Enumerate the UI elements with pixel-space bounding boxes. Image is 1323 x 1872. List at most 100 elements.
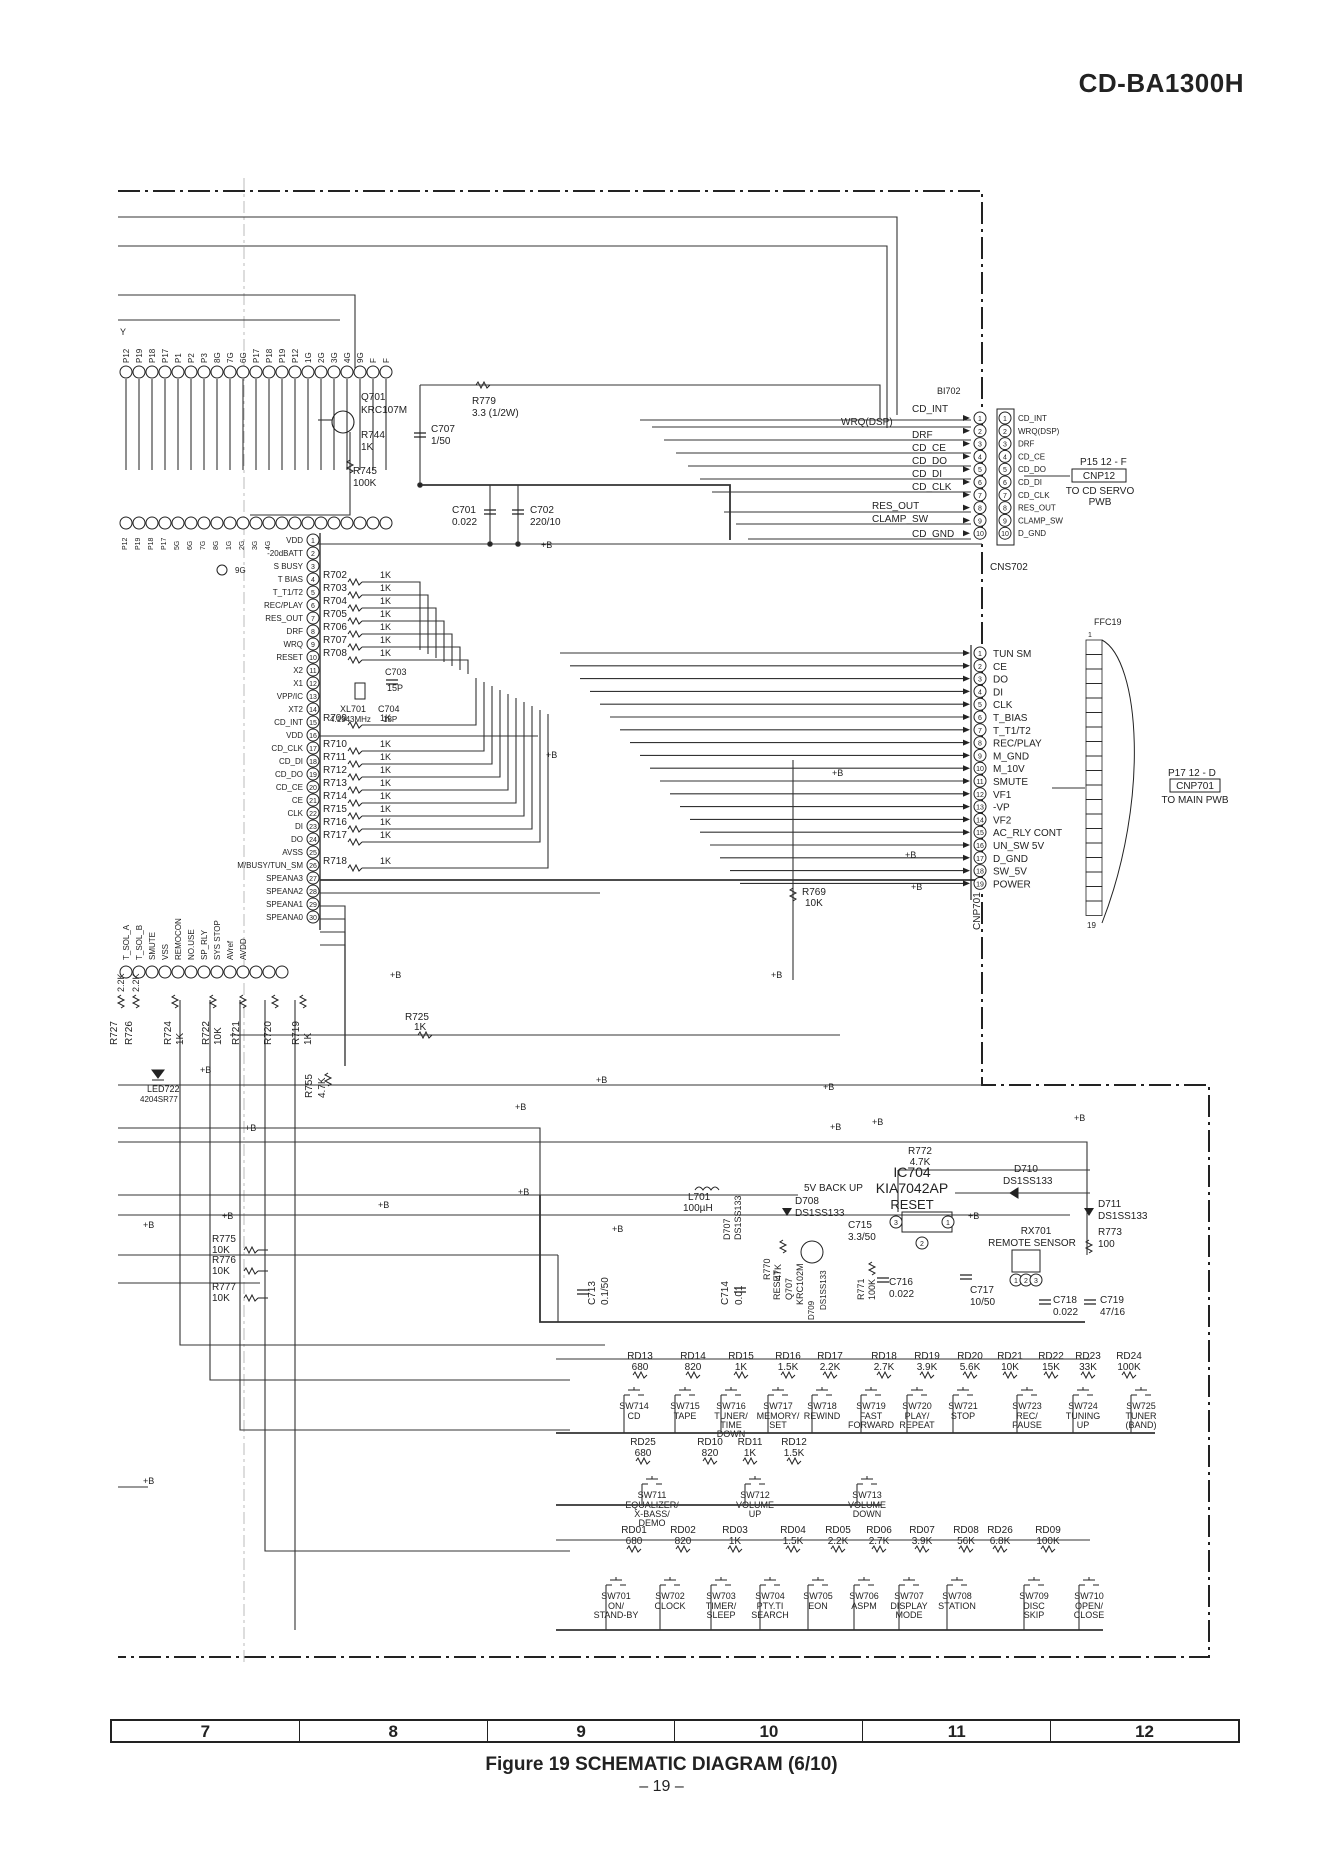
pin-number: 3 xyxy=(978,442,982,449)
wire xyxy=(250,432,351,516)
ic-pin-name: DI xyxy=(295,822,303,831)
junction-dot xyxy=(515,541,521,547)
r770-symbol xyxy=(778,1239,788,1254)
d710-symbol xyxy=(1009,1187,1019,1199)
top-port-pin xyxy=(314,365,328,379)
key-matrix: RD13680RD14820RD151KRD161.5KRD172.2KRD18… xyxy=(556,1351,1157,1631)
c717-value: 10/50 xyxy=(970,1297,995,1308)
ffc-cell xyxy=(1085,842,1103,858)
key-row2-switch-label: UP xyxy=(749,1509,762,1519)
resistor-symbol xyxy=(347,811,363,821)
pin-number: 1 xyxy=(946,1220,950,1227)
cnp701-pin-name: DO xyxy=(993,675,1008,686)
key-row2-switch-label: DOWN xyxy=(853,1509,882,1519)
pin-number: 2 xyxy=(978,664,982,671)
key-row3-switch-symbol xyxy=(808,1577,828,1586)
wire xyxy=(209,1000,570,1381)
bottom-port-pin xyxy=(145,965,159,979)
bottom-display-pin xyxy=(288,516,302,530)
key-row1-switch-symbol xyxy=(675,1387,695,1396)
key-row1-switch-label: FORWARD xyxy=(848,1420,894,1430)
ic-pin xyxy=(306,663,320,677)
pin-number: 24 xyxy=(309,837,317,844)
key-row1-resistor-ref: RD21 xyxy=(997,1351,1023,1362)
display-grid-label: P12 xyxy=(122,537,129,550)
pin-number: 18 xyxy=(976,869,984,876)
key-row3-switch-ref: SW701 xyxy=(601,1591,631,1601)
key-row3-resistor-value: 3.9K xyxy=(912,1536,933,1547)
key-row3-switch-label: ASPM xyxy=(851,1601,877,1611)
key-row3-switch-ref: SW707 xyxy=(894,1591,924,1601)
top-port-label: 9G xyxy=(356,352,365,363)
top-port-pin xyxy=(145,365,159,379)
key-row1-resistor-symbol xyxy=(1080,1370,1096,1380)
key-row3-switch-label: PTY.TI xyxy=(757,1601,784,1611)
key-row1-resistor-symbol xyxy=(685,1370,701,1380)
arrow-head xyxy=(963,453,970,460)
d709-ref: D709 xyxy=(807,1300,816,1320)
c716-value: 0.022 xyxy=(889,1289,914,1300)
plus-b-label: +B xyxy=(143,1476,154,1486)
c701-ref: C701 xyxy=(452,505,476,516)
top-port-label: F xyxy=(382,358,391,363)
cnp701-pin xyxy=(973,659,987,673)
display-grid-label: 2G xyxy=(239,541,246,550)
pin-number: 21 xyxy=(309,798,317,805)
d711-ref: D711 xyxy=(1098,1199,1122,1210)
ic704-pin xyxy=(889,1215,903,1229)
cns702-pin-name: CD_CLK xyxy=(1018,491,1050,500)
bottom-port-label: VSS xyxy=(161,944,170,960)
key-row1-resistor-ref: RD17 xyxy=(817,1351,843,1362)
c702-value: 220/10 xyxy=(530,517,561,528)
pin-number: 7 xyxy=(1003,493,1007,500)
wiring xyxy=(118,216,1090,1630)
key-row1-switch-ref: SW724 xyxy=(1068,1401,1098,1411)
display-grid-label: 8G xyxy=(213,541,220,550)
resistor-value: 1K xyxy=(380,583,391,593)
ic-pin xyxy=(306,897,320,911)
r777-value: 10K xyxy=(212,1293,230,1304)
r745-symbol xyxy=(345,459,355,474)
c703-value: 15P xyxy=(387,683,403,693)
key-row1-switch-label: FAST xyxy=(860,1411,883,1421)
ffc-cell xyxy=(1085,799,1103,815)
top-port-label: P18 xyxy=(148,348,157,363)
cnp701-pin-name: DI xyxy=(993,687,1003,698)
key-row3-resistor-symbol xyxy=(675,1544,691,1554)
key-row3-switch-label: DISC xyxy=(1023,1601,1045,1611)
bottom-port-pin xyxy=(158,965,172,979)
cns702-wire-label: CD_CLK xyxy=(912,482,952,493)
xl701-ref: XL701 xyxy=(340,704,366,714)
top-port-pin xyxy=(366,365,380,379)
ffc-cell xyxy=(1085,697,1103,713)
board-outline xyxy=(118,178,1210,1665)
pin-number: 3 xyxy=(311,564,315,571)
pin-number: 1 xyxy=(1003,416,1007,423)
l701-ref: L701 xyxy=(688,1192,711,1203)
d710-value: DS1SS133 xyxy=(1003,1176,1053,1187)
d708-symbol xyxy=(782,1208,792,1216)
key-row3-resistor-ref: RD26 xyxy=(987,1525,1013,1536)
key-row1-resistor-ref: RD20 xyxy=(957,1351,983,1362)
pin-number: 10 xyxy=(976,531,984,538)
plus-b-label: +B xyxy=(771,970,782,980)
cns702-plug-pin xyxy=(973,526,987,540)
resistor-symbol xyxy=(347,590,363,600)
ic-pin xyxy=(306,572,320,586)
top-port-label: 7G xyxy=(226,352,235,363)
key-row3-switch-label: OPEN/ xyxy=(1075,1601,1104,1611)
pin-number: 2 xyxy=(920,1241,924,1248)
ffc-cell xyxy=(1085,683,1103,699)
resistor-symbol xyxy=(347,642,363,652)
key-row3-switch-ref: SW703 xyxy=(706,1591,736,1601)
resistor-value: 1K xyxy=(380,713,391,723)
bottom-port-label: NO.USE xyxy=(187,929,196,960)
plus-b-label: +B xyxy=(1074,1113,1085,1123)
key-row3-switch-label: STATION xyxy=(938,1601,976,1611)
top-port-label: P18 xyxy=(265,348,274,363)
pin-number: 6 xyxy=(978,480,982,487)
r772-value: 4.7K xyxy=(910,1157,931,1168)
pin-number: 11 xyxy=(309,668,316,675)
key-row3-switch-symbol xyxy=(660,1577,680,1586)
